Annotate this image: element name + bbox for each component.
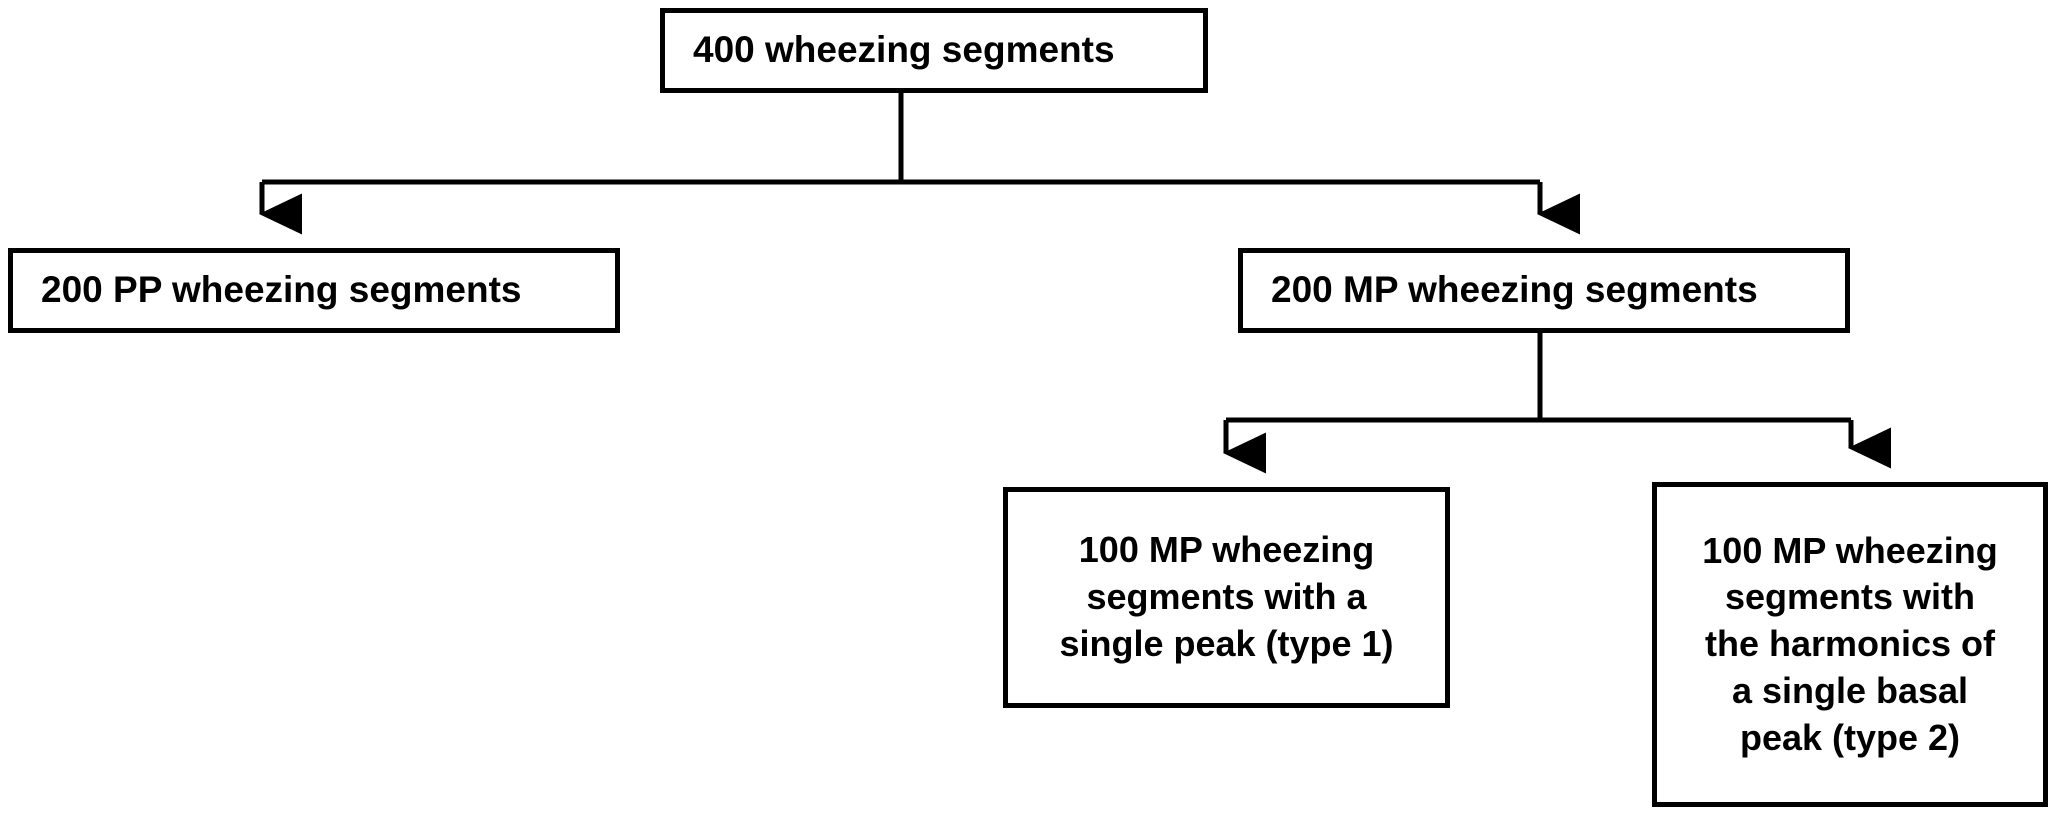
node-pp-label: 200 PP wheezing segments	[41, 269, 522, 311]
node-mp-label: 200 MP wheezing segments	[1271, 269, 1758, 311]
node-200-mp-wheezing-segments: 200 MP wheezing segments	[1238, 248, 1850, 333]
node-type1-label: 100 MP wheezing segments with a single p…	[1059, 529, 1394, 664]
node-type1-single-peak: 100 MP wheezing segments with a single p…	[1003, 487, 1450, 708]
node-type2-label: 100 MP wheezing segments with the harmon…	[1702, 529, 1998, 758]
node-200-pp-wheezing-segments: 200 PP wheezing segments	[8, 248, 620, 333]
node-root-label: 400 wheezing segments	[693, 29, 1115, 71]
node-type2-harmonics: 100 MP wheezing segments with the harmon…	[1652, 482, 2048, 807]
edge-root-to-children	[259, 93, 1580, 235]
edge-mp-to-children	[1223, 333, 1891, 474]
node-400-wheezing-segments: 400 wheezing segments	[660, 8, 1208, 93]
